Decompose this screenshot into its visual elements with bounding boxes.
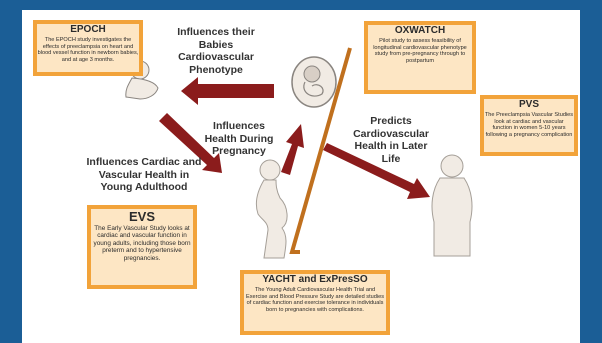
arrow-pregnancy-up — [281, 124, 304, 175]
epoch-card: EPOCH The EPOCH study investigates the e… — [33, 20, 143, 76]
label-pregnancy: Influences Health During Pregnancy — [204, 120, 274, 157]
evs-card: EVS The Early Vascular Study looks at ca… — [87, 205, 197, 289]
fetus-figure — [291, 56, 337, 108]
yacht-card: YACHT and ExPresSO The Young Adult Cardi… — [240, 270, 390, 335]
pvs-description: The Preeclampsia Vascular Studies look a… — [484, 112, 574, 138]
oxwatch-card: OXWATCH Pilot study to assess feasibilit… — [364, 21, 476, 94]
pvs-title: PVS — [518, 99, 539, 110]
label-babies: Influences their Babies Cardiovascular P… — [177, 26, 255, 76]
epoch-title: EPOCH — [70, 24, 106, 35]
label-later-life: Predicts Cardiovascular Health in Later … — [353, 115, 429, 165]
oxwatch-description: Pilot study to assess feasibility of lon… — [373, 38, 467, 64]
arrow-to-young-adult — [159, 113, 222, 173]
older-adult-figure — [431, 154, 473, 257]
arrow-to-baby — [181, 77, 274, 105]
yacht-description: The Young Adult Cardiovascular Health Tr… — [245, 287, 385, 313]
evs-description: The Early Vascular Study looks at cardia… — [93, 225, 191, 262]
pregnant-woman-figure — [255, 159, 288, 259]
pvs-card: PVS The Preeclampsia Vascular Studies lo… — [480, 95, 578, 156]
label-young-adult: Influences Cardiac and Vascular Health i… — [86, 156, 202, 193]
evs-title: EVS — [128, 209, 155, 224]
epoch-description: The EPOCH study investigates the effects… — [37, 37, 139, 63]
timeline-bracket — [289, 47, 352, 254]
oxwatch-title: OXWATCH — [394, 25, 446, 36]
arrow-to-later-life — [323, 143, 430, 199]
yacht-title: YACHT and ExPresSO — [262, 274, 368, 285]
